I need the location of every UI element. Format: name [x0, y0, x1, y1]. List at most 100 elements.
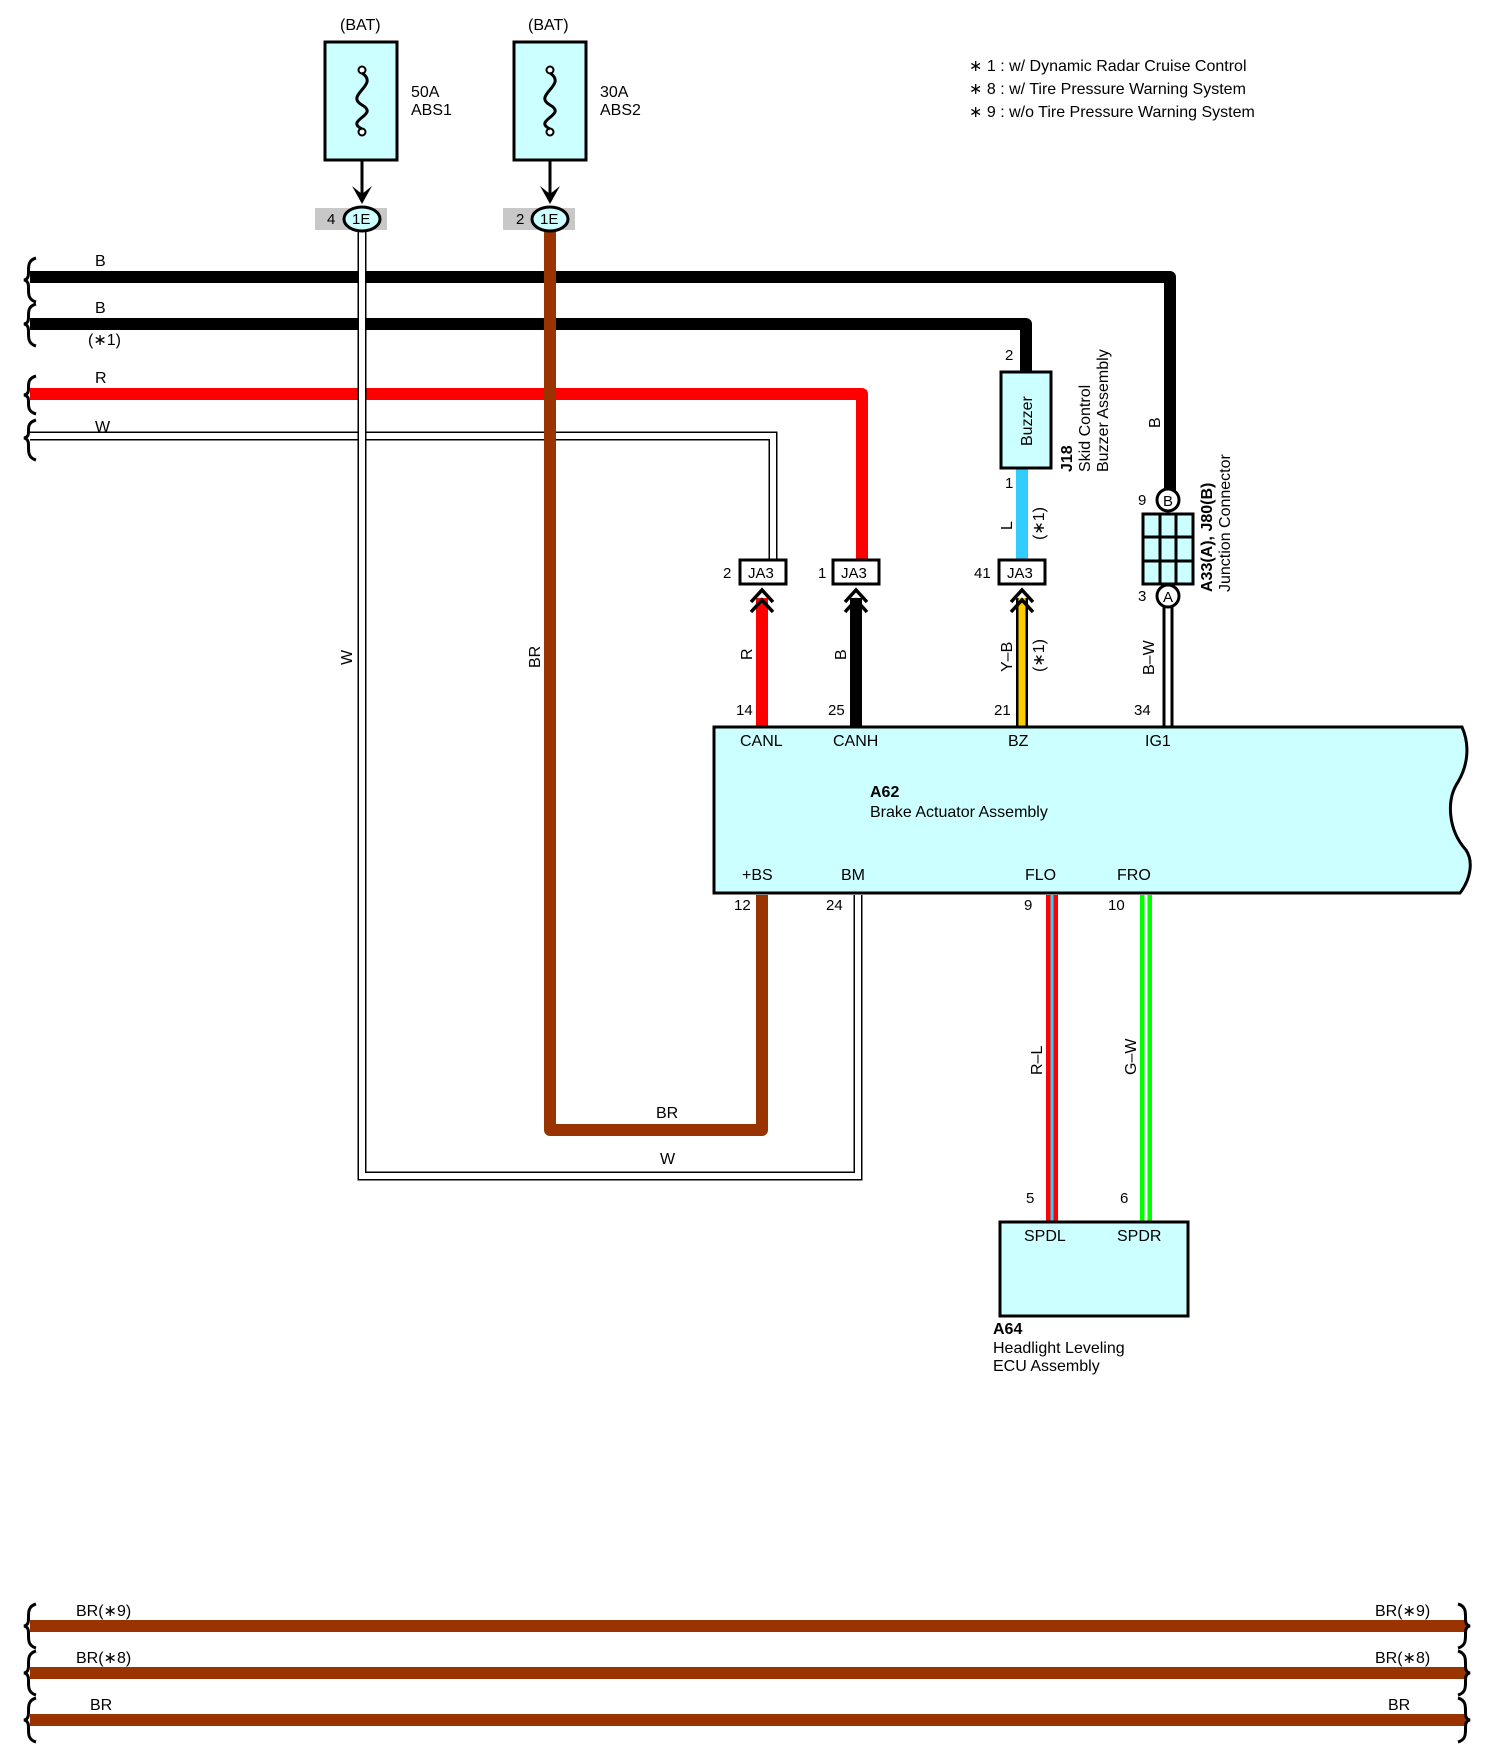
bus-label-b1: B [95, 253, 106, 270]
ecu-box [998, 1220, 1190, 1318]
ecu-name-2: ECU Assembly [993, 1358, 1100, 1375]
brace-ground-left-3 [23, 1696, 37, 1744]
bus-wire-b1 [30, 271, 1176, 498]
label-bz-wire: Y–B [999, 642, 1016, 672]
fuse-terminal-icon [545, 65, 555, 75]
actuator-code: A62 [870, 784, 899, 801]
ecu-code: A64 [993, 1321, 1022, 1338]
buzzer-inner-label: Buzzer [1019, 396, 1036, 446]
label-bm-bottom: W [660, 1151, 676, 1168]
junction-top-circle [1155, 487, 1181, 513]
buzzer-j18: 2 Buzzer 1 J18 Skid Control Buzzer Assem… [999, 347, 1112, 492]
ja3-canh-pin: 1 [818, 565, 826, 582]
brace-2 [23, 302, 37, 348]
junction-top-wire-label: B [1147, 417, 1164, 428]
ja3-bz: JA3 41 [974, 558, 1047, 614]
ground-label-left-3: BR [90, 1697, 112, 1714]
bus-wire-w-outline [30, 431, 778, 563]
wire-w-abs1-outline [357, 222, 863, 1181]
brace-ground-left-2 [23, 1649, 37, 1697]
junction-letter-bottom: A [1163, 589, 1173, 606]
brace-ground-left-1 [23, 1602, 37, 1650]
buzzer-name-2: Buzzer Assembly [1095, 349, 1112, 472]
actuator-pin-21: 21 [994, 702, 1011, 719]
actuator-pin-24: 24 [826, 897, 843, 914]
label-flo-wire: R–L [1029, 1046, 1046, 1075]
actuator-pin-12: 12 [734, 897, 751, 914]
label-bs-bottom: BR [656, 1105, 678, 1122]
fuse-abs1-rating: 50A [411, 84, 440, 101]
chevron-up-icon [1009, 587, 1035, 614]
actuator-pin-25: 25 [828, 702, 845, 719]
connector-1e-abs2-pin: 2 [516, 211, 524, 228]
buzzer-code: J18 [1059, 445, 1076, 472]
ecu-pin-5: 5 [1026, 1190, 1034, 1207]
ja3-canl: JA3 2 [723, 558, 788, 614]
ja3-canh-box [831, 558, 881, 586]
label-fro-wire: G–W [1123, 1038, 1140, 1075]
brake-actuator-a62: 14 CANL 25 CANH 21 BZ 34 IG1 A62 Brake A… [712, 702, 1472, 914]
actuator-terminal-fro: FRO [1117, 867, 1151, 884]
buzzer-box [999, 370, 1053, 470]
ground-label-right-2: BR(∗8) [1375, 1650, 1430, 1667]
fuse-terminal-icon [545, 127, 555, 137]
brace-3 [23, 374, 37, 416]
chevron-up-icon [749, 587, 775, 614]
note-9: ∗ 9 : w/o Tire Pressure Warning System [969, 104, 1255, 121]
note-1: ∗ 1 : w/ Dynamic Radar Cruise Control [969, 58, 1247, 75]
ja3-canh-name: JA3 [841, 565, 867, 582]
connector-1e-abs1-pin: 4 [327, 211, 335, 228]
label-buzzer-wire: L [999, 521, 1016, 530]
headlight-ecu-a64: 5 6 SPDL SPDR A64 Headlight Leveling ECU… [993, 1190, 1190, 1375]
fuse-element-icon [355, 71, 369, 131]
buzzer-pin-top: 2 [1005, 347, 1013, 364]
brace-ground-right-1 [1457, 1602, 1471, 1650]
ground-wires: BR(∗9) BR(∗9) BR(∗8) BR(∗8) BR BR [23, 1602, 1471, 1744]
junction-name: Junction Connector [1217, 453, 1234, 592]
buzzer-name-1: Skid Control [1077, 385, 1094, 472]
junction-pin-bottom: 3 [1138, 588, 1146, 605]
ja3-bz-box [997, 558, 1047, 586]
connector-1e-abs2-name: 1E [540, 211, 558, 228]
ecu-name-1: Headlight Leveling [993, 1340, 1125, 1357]
brace-1 [23, 256, 37, 304]
fuse-terminal-icon [357, 65, 367, 75]
actuator-terminal-flo: FLO [1025, 867, 1056, 884]
actuator-pin-34: 34 [1134, 702, 1151, 719]
label-bz-note: (∗1) [1031, 639, 1048, 672]
bus-note-b2: (∗1) [88, 332, 121, 349]
connector-1e-abs1-name: 1E [352, 211, 370, 228]
connector-1e-abs1-oval [342, 205, 382, 233]
fuse-abs1: (BAT) 50A ABS1 [323, 17, 452, 204]
connector-1e-abs1: 4 1E [315, 205, 387, 233]
fuse-abs2-rating: 30A [600, 84, 629, 101]
connector-1e-abs2-oval [530, 205, 570, 233]
junction-bottom-circle [1155, 583, 1181, 609]
bus-label-r: R [95, 370, 107, 387]
fuse-abs1-box [323, 40, 399, 162]
buzzer-pin-bottom: 1 [1005, 475, 1013, 492]
actuator-terminal-bs: +BS [742, 867, 773, 884]
notes: ∗ 1 : w/ Dynamic Radar Cruise Control ∗ … [969, 58, 1255, 121]
label-br-abs2: BR [527, 646, 544, 668]
fuse-abs2: (BAT) 30A ABS2 [512, 17, 641, 204]
fuse-terminal-icon [357, 127, 367, 137]
fuse-abs2-box [512, 40, 588, 162]
ecu-terminal-spdr: SPDR [1117, 1228, 1161, 1245]
ja3-canl-pin: 2 [723, 565, 731, 582]
bus-wire-w [30, 433, 776, 563]
wire-w-abs1 [359, 222, 861, 1179]
actuator-terminal-bm: BM [841, 867, 865, 884]
ja3-bz-pin: 41 [974, 565, 991, 582]
actuator-pin-14: 14 [736, 702, 753, 719]
junction-connector: B 9 B 3 A A33(A), J80(B) Junction Connec… [1138, 417, 1234, 609]
junction-pin-top: 9 [1138, 492, 1146, 509]
label-w-abs1: W [339, 649, 356, 665]
actuator-terminal-canh: CANH [833, 733, 878, 750]
ground-label-right-1: BR(∗9) [1375, 1603, 1430, 1620]
ecu-pin-6: 6 [1120, 1190, 1128, 1207]
arrow-down-icon [352, 186, 372, 204]
ja3-canl-box [738, 558, 788, 586]
actuator-terminal-canl: CANL [740, 733, 783, 750]
